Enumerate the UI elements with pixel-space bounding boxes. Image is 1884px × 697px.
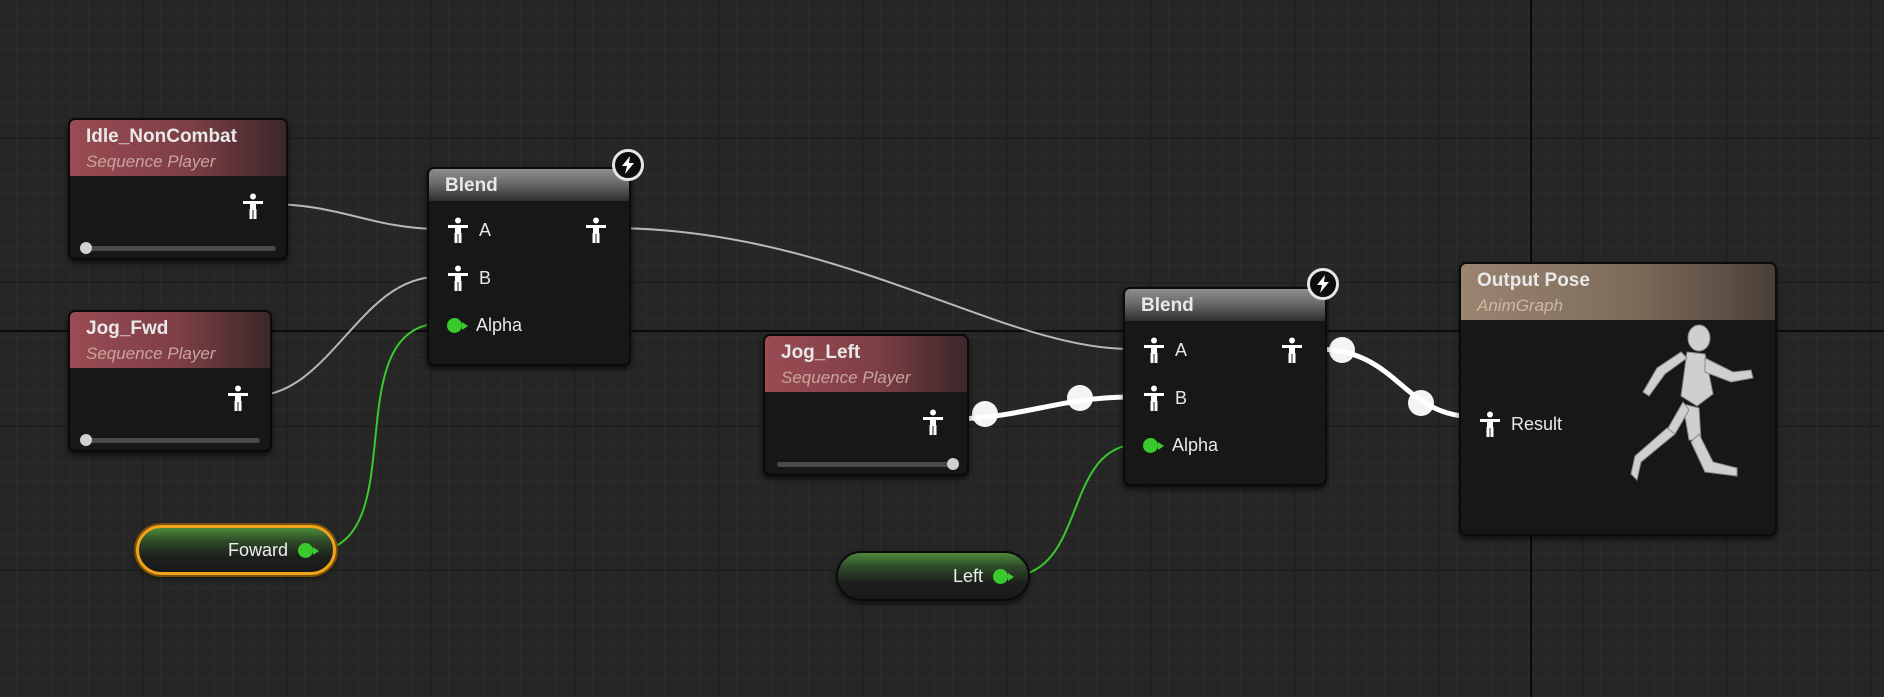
lightning-icon bbox=[622, 156, 634, 174]
variable-node-forward[interactable]: Foward bbox=[136, 525, 336, 575]
wire-left-to-blend2-alpha[interactable] bbox=[1005, 443, 1141, 578]
person-icon bbox=[1144, 337, 1164, 363]
playback-slider[interactable] bbox=[80, 242, 276, 254]
output-pose-pin[interactable] bbox=[1281, 337, 1303, 363]
bool-pin-icon bbox=[1143, 438, 1164, 453]
person-icon bbox=[1480, 411, 1500, 437]
mannequin-running-icon bbox=[1630, 324, 1754, 481]
input-pin-b[interactable]: B bbox=[1143, 385, 1187, 411]
pin-label: Result bbox=[1511, 413, 1563, 434]
sequence-player-node-idle[interactable]: Idle_NonCombat Sequence Player bbox=[68, 118, 288, 260]
wire-blend1-to-blend2-a[interactable] bbox=[608, 227, 1131, 350]
variable-node-left[interactable]: Left bbox=[836, 551, 1030, 601]
output-pose-pin[interactable] bbox=[242, 193, 264, 219]
output-pose-pin[interactable] bbox=[585, 217, 607, 243]
input-pin-result[interactable]: Result bbox=[1479, 411, 1562, 437]
node-title: Output Pose bbox=[1477, 270, 1590, 291]
wire-jogfwd-to-blend1-b[interactable] bbox=[252, 276, 438, 397]
node-title: Blend bbox=[445, 175, 498, 196]
input-pin-b[interactable]: B bbox=[447, 265, 491, 291]
output-pose-pin[interactable] bbox=[227, 385, 249, 411]
input-pin-alpha[interactable]: Alpha bbox=[447, 315, 522, 336]
wire-flow-markers bbox=[972, 337, 1434, 427]
person-icon bbox=[586, 217, 606, 243]
person-icon bbox=[448, 265, 468, 291]
bool-pin-icon[interactable] bbox=[298, 542, 319, 558]
sequence-player-node-jog-left[interactable]: Jog_Left Sequence Player bbox=[763, 334, 969, 476]
node-subtitle: Sequence Player bbox=[781, 368, 911, 387]
playback-slider[interactable] bbox=[80, 434, 260, 446]
bool-pin-icon[interactable] bbox=[993, 568, 1014, 584]
node-header: Jog_Left Sequence Player bbox=[765, 336, 967, 392]
variable-label: Foward bbox=[227, 539, 288, 560]
lightning-icon bbox=[1317, 275, 1329, 293]
pin-label: Alpha bbox=[476, 315, 523, 335]
node-title: Jog_Left bbox=[781, 342, 861, 363]
input-pin-a[interactable]: A bbox=[1143, 337, 1187, 363]
person-icon bbox=[923, 409, 943, 435]
person-icon bbox=[448, 217, 468, 243]
blend-node-1[interactable]: Blend A B Alpha bbox=[427, 167, 631, 366]
person-icon bbox=[1144, 385, 1164, 411]
variable-label: Left bbox=[952, 565, 983, 586]
node-title: Blend bbox=[1141, 295, 1194, 316]
person-icon bbox=[228, 385, 248, 411]
input-pin-a[interactable]: A bbox=[447, 217, 491, 243]
output-pose-node[interactable]: Output Pose AnimGraph Result bbox=[1459, 262, 1777, 536]
fast-path-badge bbox=[1307, 268, 1339, 300]
node-header: Idle_NonCombat Sequence Player bbox=[70, 120, 286, 176]
node-header: Blend bbox=[429, 169, 629, 201]
node-subtitle: AnimGraph bbox=[1477, 296, 1563, 315]
pin-label: A bbox=[1175, 339, 1188, 360]
pin-label: A bbox=[479, 219, 492, 240]
playback-slider[interactable] bbox=[777, 458, 959, 470]
slider-thumb[interactable] bbox=[947, 458, 959, 470]
sequence-player-node-jog-fwd[interactable]: Jog_Fwd Sequence Player bbox=[68, 310, 272, 452]
grid-axis-horizontal bbox=[0, 330, 1884, 332]
fast-path-badge bbox=[612, 149, 644, 181]
input-pin-alpha[interactable]: Alpha bbox=[1143, 435, 1218, 456]
node-title: Jog_Fwd bbox=[86, 318, 169, 339]
pin-label: B bbox=[1175, 387, 1188, 408]
slider-thumb[interactable] bbox=[80, 242, 92, 254]
wire-idle-to-blend1-a[interactable] bbox=[267, 203, 438, 230]
node-subtitle: Sequence Player bbox=[86, 344, 216, 363]
node-header: Output Pose AnimGraph bbox=[1461, 264, 1775, 320]
node-header: Blend bbox=[1125, 289, 1325, 321]
bool-pin-icon bbox=[447, 318, 468, 333]
node-header: Jog_Fwd Sequence Player bbox=[70, 312, 270, 368]
node-subtitle: Sequence Player bbox=[86, 152, 216, 171]
wire-forward-to-blend1-alpha[interactable] bbox=[308, 322, 445, 553]
pin-label: Alpha bbox=[1172, 435, 1219, 455]
person-icon bbox=[1282, 337, 1302, 363]
node-title: Idle_NonCombat bbox=[86, 126, 237, 147]
slider-thumb[interactable] bbox=[80, 434, 92, 446]
output-pose-pin[interactable] bbox=[922, 409, 944, 435]
pin-label: B bbox=[479, 267, 492, 288]
person-icon bbox=[243, 193, 263, 219]
blend-node-2[interactable]: Blend A B Alpha bbox=[1123, 287, 1327, 486]
